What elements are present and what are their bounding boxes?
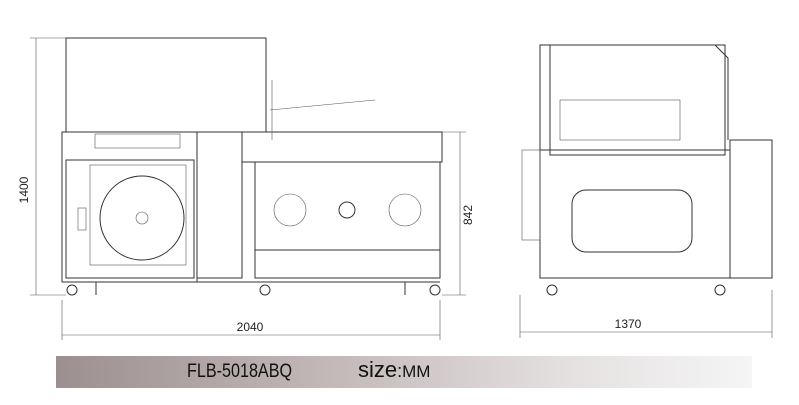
size-label: size — [358, 357, 398, 382]
size-unit-label: size:MM — [358, 357, 430, 383]
front-view — [61, 37, 443, 296]
model-number: FLB-5018ABQ — [187, 361, 293, 382]
front-dimensions — [30, 37, 466, 340]
size-unit: MM — [402, 362, 431, 381]
footer-bar — [56, 356, 752, 388]
size-colon: : — [397, 361, 403, 381]
depth-dimension: 1370 — [615, 317, 642, 331]
height-dimension: 1400 — [17, 176, 31, 203]
side-view — [521, 44, 773, 296]
width-dimension: 2040 — [237, 320, 264, 334]
table-height-dimension: 842 — [461, 205, 475, 225]
side-dimensions — [519, 290, 773, 338]
